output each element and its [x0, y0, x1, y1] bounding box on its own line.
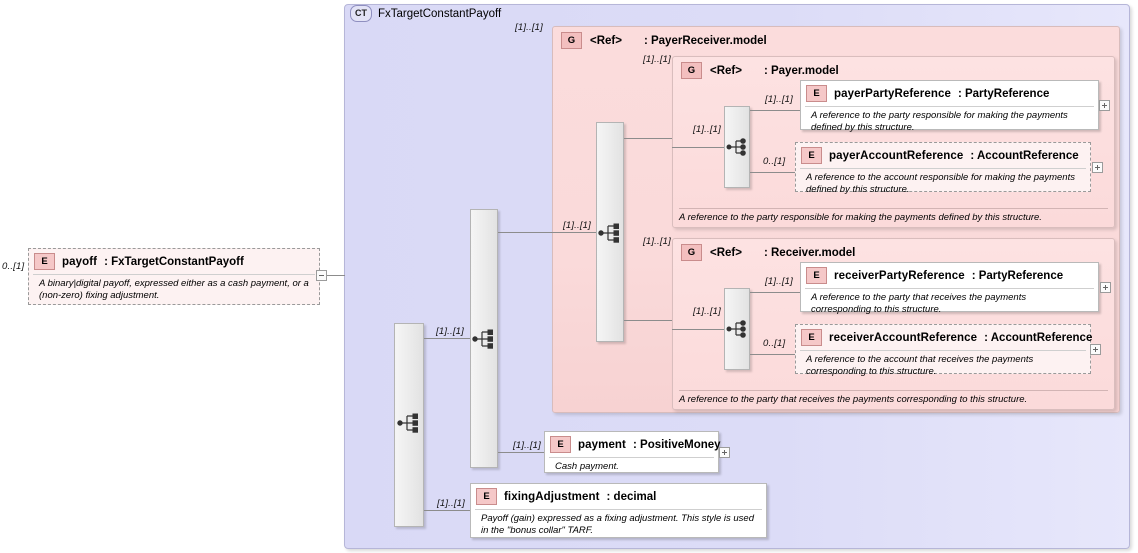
connector-payer-to-account-reference [750, 172, 796, 173]
connector-payoff-to-type [327, 275, 345, 276]
element-receiver-account-reference-title: E receiverAccountReference : AccountRefe… [796, 325, 1093, 350]
cardinality-receiver-account-reference: 0..[1] [763, 338, 786, 349]
element-receiver-account-reference[interactable]: E receiverAccountReference : AccountRefe… [795, 324, 1093, 377]
element-payer-account-reference-type: : AccountReference [970, 149, 1079, 162]
element-receiver-account-reference-type: : AccountReference [984, 331, 1093, 344]
element-fixing-adjustment-name: fixingAdjustment [504, 490, 600, 503]
sequence-choice-icon [472, 329, 493, 349]
element-payment[interactable]: E payment : PositiveMoney Cash payment. [544, 431, 721, 473]
cardinality-payment: [1]..[1] [513, 440, 542, 451]
element-receiver-party-reference[interactable]: E receiverPartyReference : PartyReferenc… [800, 262, 1099, 315]
element-fixing-adjustment-title: E fixingAdjustment : decimal [471, 484, 766, 509]
cardinality-seq-choice: [1]..[1] [436, 326, 465, 337]
connector-root-to-fixing-adjustment [424, 510, 472, 511]
cardinality-receiver-model: [1]..[1] [643, 236, 672, 247]
connector-payer-group-to-sequence [672, 147, 724, 148]
toggle-payer-party-reference-expand[interactable] [1099, 100, 1110, 111]
element-payer-account-reference-description: A reference to the account responsible f… [800, 168, 1086, 199]
cardinality-receiver-party-reference: [1]..[1] [765, 276, 794, 287]
cardinality-seq-receiver: [1]..[1] [693, 306, 722, 317]
group-receiver-model-name: : Receiver.model [763, 246, 856, 259]
group-payer-model-name: : Payer.model [763, 64, 839, 77]
element-receiver-party-reference-description: A reference to the party that receives t… [805, 288, 1094, 319]
element-fixing-adjustment-description: Payoff (gain) expressed as a fixing adju… [475, 509, 762, 540]
group-payer-model-footer: A reference to the party responsible for… [679, 208, 1108, 223]
element-payer-party-reference[interactable]: E payerPartyReference : PartyReference A… [800, 80, 1099, 133]
group-icon: G [561, 32, 582, 49]
connector-choice-to-payer-receiver [498, 232, 552, 233]
toggle-payoff-collapse[interactable] [316, 270, 327, 281]
connector-group-to-sequence-pr [552, 232, 596, 233]
element-payoff-type: : FxTargetConstantPayoff [104, 255, 244, 268]
element-icon: E [801, 147, 822, 164]
element-icon: E [801, 329, 822, 346]
element-payment-type: : PositiveMoney [633, 438, 721, 451]
element-payment-description: Cash payment. [549, 457, 714, 477]
element-receiver-account-reference-name: receiverAccountReference [829, 331, 978, 344]
cardinality-payer-party-reference: [1]..[1] [765, 94, 794, 105]
element-receiver-account-reference-description: A reference to the account that receives… [800, 350, 1086, 381]
connector-payer-to-party-reference [750, 110, 800, 111]
element-payoff-name: payoff [62, 255, 98, 268]
connector-receiver-to-party-reference [750, 292, 800, 293]
connector-choice-to-payment [498, 452, 544, 453]
element-payoff[interactable]: E payoff : FxTargetConstantPayoff A bina… [28, 248, 320, 305]
connector-receiver-group-to-sequence [672, 329, 724, 330]
element-icon: E [550, 436, 571, 453]
group-receiver-model-footer: A reference to the party that receives t… [679, 390, 1108, 405]
element-receiver-party-reference-type: : PartyReference [971, 269, 1064, 282]
group-receiver-model-header: G <Ref> : Receiver.model [673, 239, 1114, 266]
toggle-payment-expand[interactable] [719, 447, 730, 458]
element-fixing-adjustment[interactable]: E fixingAdjustment : decimal Payoff (gai… [470, 483, 767, 538]
toggle-payer-account-reference-expand[interactable] [1092, 162, 1103, 173]
sequence-root-icon [397, 413, 418, 433]
element-payoff-description: A binary|digital payoff, expressed eithe… [33, 274, 315, 305]
toggle-receiver-party-reference-expand[interactable] [1100, 282, 1111, 293]
cardinality-payer-model: [1]..[1] [643, 54, 672, 65]
connector-receiver-to-account-reference [750, 354, 795, 355]
connector-pr-to-payer-model [624, 138, 672, 139]
element-payer-account-reference[interactable]: E payerAccountReference : AccountReferen… [795, 142, 1091, 195]
sequence-receiver-icon [726, 320, 746, 338]
element-payer-party-reference-name: payerPartyReference [834, 87, 951, 100]
cardinality-seq-payer: [1]..[1] [693, 124, 722, 135]
element-payment-name: payment [578, 438, 626, 451]
cardinality-payoff: 0..[1] [2, 261, 25, 272]
element-receiver-party-reference-name: receiverPartyReference [834, 269, 965, 282]
sequence-payer-receiver-icon [598, 223, 619, 243]
element-payer-account-reference-name: payerAccountReference [829, 149, 964, 162]
cardinality-payer-receiver-model: [1]..[1] [515, 22, 544, 33]
connector-pr-to-receiver-model [624, 320, 672, 321]
element-payment-title: E payment : PositiveMoney [545, 432, 721, 457]
element-payer-party-reference-type: : PartyReference [957, 87, 1050, 100]
group-payer-receiver-ref: <Ref> [590, 34, 622, 47]
group-icon: G [681, 62, 702, 79]
complex-type-icon: CT [350, 5, 372, 22]
element-payer-account-reference-title: E payerAccountReference : AccountReferen… [796, 143, 1090, 168]
group-payer-model-header: G <Ref> : Payer.model [673, 57, 1114, 84]
group-payer-receiver-header: G <Ref> : PayerReceiver.model [553, 27, 1119, 54]
group-icon: G [681, 244, 702, 261]
group-payer-receiver-name: : PayerReceiver.model [643, 34, 767, 47]
group-receiver-model-ref: <Ref> [710, 246, 742, 259]
element-receiver-party-reference-title: E receiverPartyReference : PartyReferenc… [801, 263, 1098, 288]
cardinality-seq-payer-receiver: [1]..[1] [563, 220, 592, 231]
element-icon: E [806, 85, 827, 102]
toggle-receiver-account-reference-expand[interactable] [1090, 344, 1101, 355]
cardinality-fixing-adjustment: [1]..[1] [437, 498, 466, 509]
element-fixing-adjustment-type: : decimal [606, 490, 657, 503]
element-icon: E [476, 488, 497, 505]
element-icon: E [806, 267, 827, 284]
complex-type-header: CT FxTargetConstantPayoff [350, 5, 501, 22]
connector-root-to-choice [424, 338, 472, 339]
element-payer-party-reference-title: E payerPartyReference : PartyReference [801, 81, 1098, 106]
cardinality-payer-account-reference: 0..[1] [763, 156, 786, 167]
element-payoff-title: E payoff : FxTargetConstantPayoff [29, 249, 319, 274]
group-payer-model-ref: <Ref> [710, 64, 742, 77]
sequence-payer-icon [726, 138, 746, 156]
element-icon: E [34, 253, 55, 270]
element-payer-party-reference-description: A reference to the party responsible for… [805, 106, 1094, 137]
complex-type-label: FxTargetConstantPayoff [378, 7, 502, 20]
